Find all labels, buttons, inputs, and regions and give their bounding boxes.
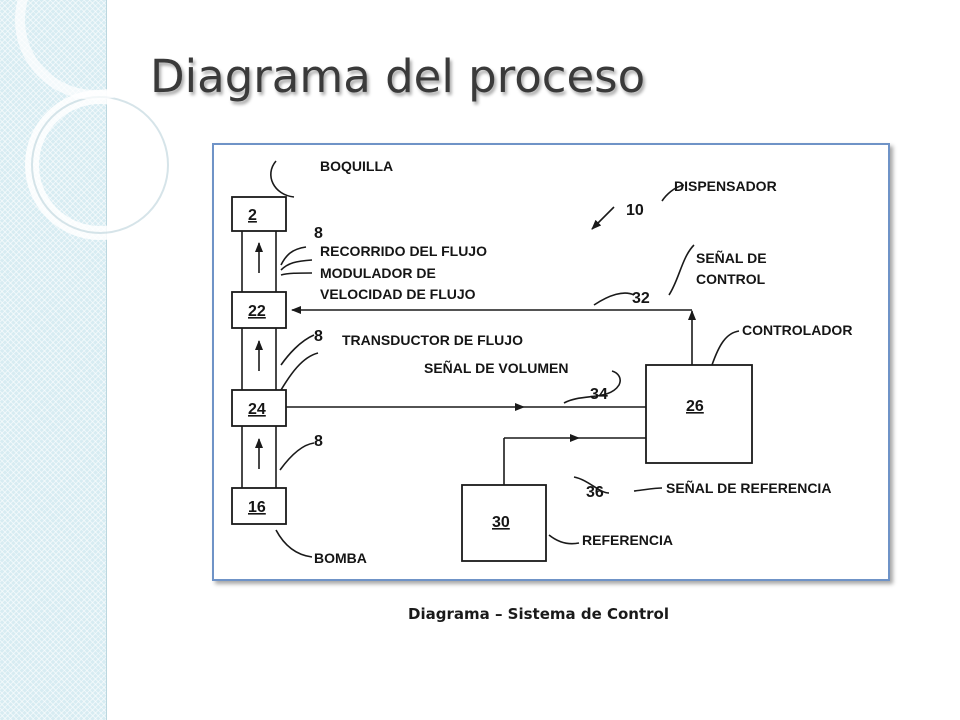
decorative-circles	[15, 0, 175, 240]
svg-text:22: 22	[248, 303, 266, 320]
svg-text:2: 2	[248, 207, 257, 224]
diagram-frame: 2 22 24 16 26 30 BOQUILLA DISPENSADOR 10…	[212, 143, 890, 581]
label-controlador: CONTROLADOR	[742, 322, 852, 338]
label-senal-de-volumen: SEÑAL DE VOLUMEN	[424, 359, 568, 376]
box-24: 24	[231, 389, 287, 427]
label-modulador-line2: VELOCIDAD DE FLUJO	[320, 286, 476, 302]
label-transductor-de-flujo: TRANSDUCTOR DE FLUJO	[342, 332, 523, 348]
box-16: 16	[231, 487, 287, 525]
slide-title: Diagrama del proceso	[150, 50, 646, 103]
number-10: 10	[626, 202, 644, 219]
dispenser-pointer	[591, 206, 615, 230]
label-senal-control-line1: SEÑAL DE	[696, 249, 767, 266]
flow-path-pipes	[241, 230, 277, 488]
number-8-middle: 8	[314, 328, 323, 345]
label-recorrido-del-flujo: RECORRIDO DEL FLUJO	[320, 243, 487, 259]
svg-text:30: 30	[492, 514, 510, 531]
reference-signal-line	[503, 434, 646, 485]
label-senal-de-referencia: SEÑAL DE REFERENCIA	[666, 479, 831, 496]
leader-lines	[270, 160, 740, 558]
number-8-bottom: 8	[314, 433, 323, 450]
svg-text:24: 24	[248, 401, 266, 418]
box-2: 2	[231, 196, 287, 232]
diagram-caption: Diagrama – Sistema de Control	[408, 605, 669, 623]
number-36: 36	[586, 484, 604, 501]
number-8-top: 8	[314, 225, 323, 242]
label-dispensador: DISPENSADOR	[674, 178, 777, 194]
svg-text:16: 16	[248, 499, 266, 516]
label-bomba: BOMBA	[314, 550, 367, 566]
box-30: 30	[461, 484, 547, 562]
label-senal-control-line2: CONTROL	[696, 271, 766, 287]
svg-text:26: 26	[686, 398, 704, 415]
number-32: 32	[632, 290, 650, 307]
label-referencia: REFERENCIA	[582, 532, 673, 548]
control-system-diagram: 2 22 24 16 26 30 BOQUILLA DISPENSADOR 10…	[231, 158, 852, 566]
box-26: 26	[645, 364, 753, 464]
number-34: 34	[590, 386, 608, 403]
label-boquilla: BOQUILLA	[320, 158, 393, 174]
box-22: 22	[231, 291, 287, 329]
control-signal-line	[291, 306, 696, 365]
label-modulador-line1: MODULADOR DE	[320, 265, 436, 281]
